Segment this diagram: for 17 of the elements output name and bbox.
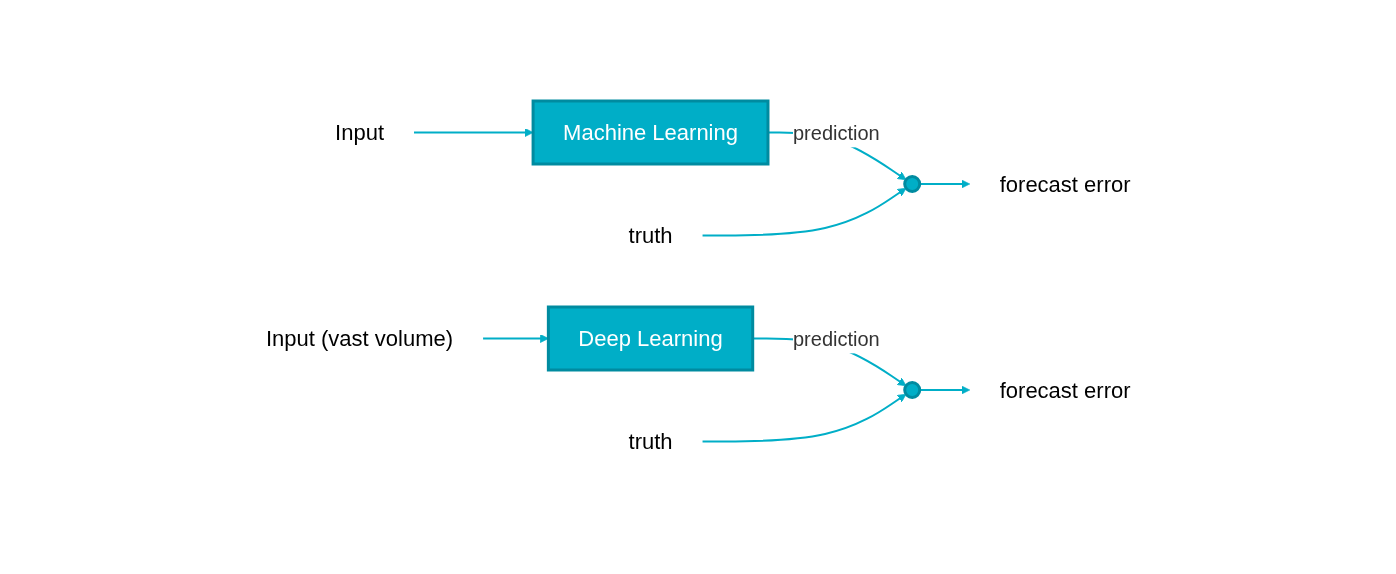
node-circle xyxy=(902,381,921,399)
node-box: Machine Learning xyxy=(531,99,770,166)
node-text: forecast error xyxy=(999,377,1131,403)
node-box: Deep Learning xyxy=(546,305,754,372)
arrow xyxy=(701,187,907,237)
node-text: Input (vast volume) xyxy=(265,326,453,351)
arrow xyxy=(481,334,549,343)
edge-label: prediction xyxy=(792,121,880,144)
node-text: truth xyxy=(628,429,673,454)
node-text: Input xyxy=(334,120,384,145)
edge-label: prediction xyxy=(792,327,880,350)
arrow xyxy=(701,393,907,443)
node-text: truth xyxy=(628,223,673,248)
node-text: forecast error xyxy=(999,171,1131,197)
node-circle xyxy=(902,175,921,193)
arrow xyxy=(918,385,970,395)
arrow xyxy=(918,179,970,189)
